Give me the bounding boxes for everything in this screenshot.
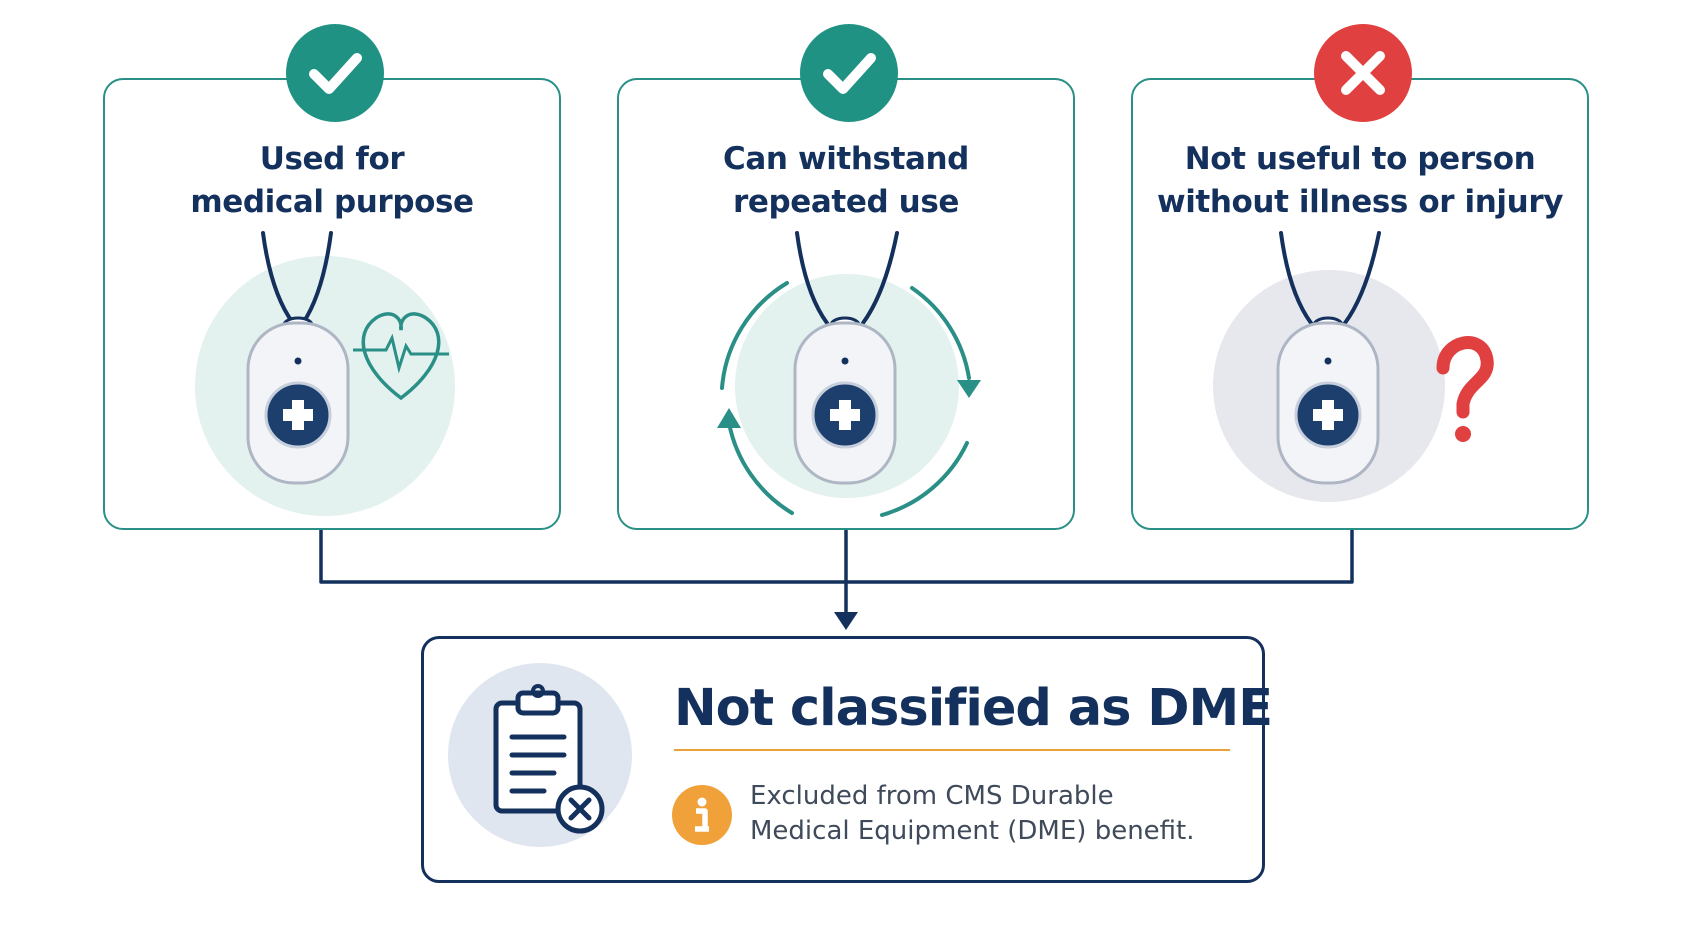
cycle-arrow-bottom-left — [727, 421, 794, 515]
title-line: Not useful to person — [1184, 141, 1536, 177]
question-mark-icon — [1436, 336, 1494, 419]
result-note: Excluded from CMS Durable Medical Equipm… — [750, 779, 1195, 849]
connector-left — [319, 530, 1354, 584]
x-icon — [1314, 24, 1412, 122]
lanyard — [1279, 231, 1381, 325]
lanyard — [261, 231, 333, 325]
cross-shape — [830, 400, 860, 430]
info-icon — [672, 785, 732, 845]
check-icon — [286, 24, 384, 122]
result-card: Not classified as DME Excluded from CMS … — [421, 636, 1273, 883]
title-line: Can withstand — [723, 141, 969, 177]
cycle-arrow-right — [910, 286, 971, 380]
title-line: Used for — [259, 141, 405, 177]
title-line: medical purpose — [190, 184, 474, 220]
cycle-arrow-bottom-right — [880, 441, 969, 517]
divider — [674, 749, 1230, 751]
check-icon — [800, 24, 898, 122]
arrowhead-right — [957, 380, 981, 398]
title-line: without illness or injury — [1156, 184, 1564, 220]
criterion-title: Not useful to person without illness or … — [1143, 138, 1577, 224]
criterion-title: Can withstand repeated use — [629, 138, 1063, 224]
clipboard-x-icon — [448, 663, 632, 847]
pendant-dot — [294, 357, 302, 365]
pendant-dot — [841, 357, 849, 365]
cross-shape — [283, 400, 313, 430]
heart-pulse-icon — [361, 312, 441, 401]
title-line: repeated use — [732, 184, 960, 220]
cycle-arrows-icon — [720, 281, 789, 390]
cross-shape — [1313, 400, 1343, 430]
pendant-illustration — [195, 231, 455, 516]
lanyard — [795, 231, 899, 325]
pendant-illustration — [717, 231, 981, 517]
criterion-card-repeated-use: Can withstand repeated use — [617, 78, 1075, 530]
pulse-line — [353, 333, 449, 374]
note-line: Excluded from CMS Durable — [750, 781, 1114, 811]
criterion-title: Used for medical purpose — [115, 138, 549, 224]
criterion-card-not-useful-without-illness: Not useful to person without illness or … — [1131, 78, 1589, 530]
pendant-illustration — [1213, 231, 1494, 502]
result-title: Not classified as DME — [674, 679, 1273, 738]
connector-arrowhead — [834, 612, 858, 630]
criterion-card-medical-purpose: Used for medical purpose — [103, 78, 561, 530]
arrowhead-left — [717, 408, 741, 428]
question-dot — [1455, 426, 1471, 442]
note-line: Medical Equipment (DME) benefit. — [750, 816, 1195, 846]
pendant-dot — [1324, 357, 1332, 365]
